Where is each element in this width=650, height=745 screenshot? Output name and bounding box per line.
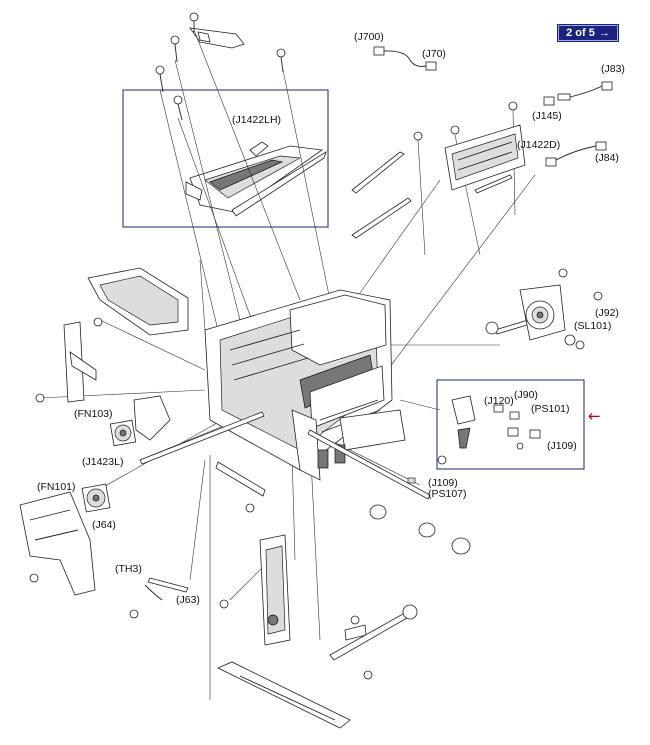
label-j1422lh: (J1422LH) (232, 114, 281, 126)
inset-box-laser-scanner (122, 89, 329, 228)
label-th3: (TH3) (115, 563, 142, 575)
label-j70: (J70) (422, 48, 446, 60)
rail-bars (351, 151, 513, 239)
label-ps107: (PS107) (428, 488, 467, 500)
label-j120: (J120) (484, 395, 514, 407)
lower-vertical-guide (215, 461, 291, 646)
roller-parts (369, 455, 471, 555)
label-fn101: (FN101) (37, 481, 76, 493)
laser-scanner-part (185, 141, 327, 217)
thermistor-th3-part (129, 577, 229, 619)
label-j109: (J109) (428, 477, 458, 489)
label-j63: (J63) (176, 594, 200, 606)
label-j92: (J92) (595, 307, 619, 319)
bottom-plate-part (217, 661, 351, 729)
label-j145: (J145) (532, 110, 562, 122)
connector-j1422d-j84 (545, 141, 607, 167)
callout-arrow-icon: ← (588, 407, 601, 425)
fan-duct-part (19, 491, 96, 596)
page-indicator: 2 of 5 (566, 27, 595, 39)
gear-assembly-part (485, 268, 603, 350)
inset-box-sensor-assembly (436, 379, 585, 470)
label-j700: (J700) (354, 31, 384, 43)
label-j1422d: (J1422D) (517, 139, 560, 151)
connector-j83-j145 (543, 81, 613, 106)
left-side-frame (35, 267, 189, 403)
label-fn103: (FN103) (74, 408, 113, 420)
main-chassis (204, 289, 406, 481)
next-arrow-icon: → (598, 27, 610, 39)
label-ps101: (PS101) (531, 403, 570, 415)
label-j83: (J83) (601, 63, 625, 75)
label-j109-box: (J109) (547, 440, 577, 452)
guide-frame-part (413, 101, 526, 191)
page-next-button[interactable]: 2 of 5 → (557, 24, 619, 42)
fan-fn103-part (109, 395, 171, 447)
fan-fn101-part (81, 483, 111, 513)
label-j90: (J90) (514, 389, 538, 401)
label-sl101: (SL101) (574, 320, 611, 332)
top-bracket-assembly (155, 12, 286, 121)
label-j84: (J84) (595, 152, 619, 164)
label-j64: (J64) (92, 519, 116, 531)
label-j1423l: (J1423L) (82, 456, 123, 468)
shaft-assembly-part (329, 604, 418, 680)
connector-j700-j70 (373, 46, 437, 71)
sensor-assembly-part (451, 395, 541, 450)
